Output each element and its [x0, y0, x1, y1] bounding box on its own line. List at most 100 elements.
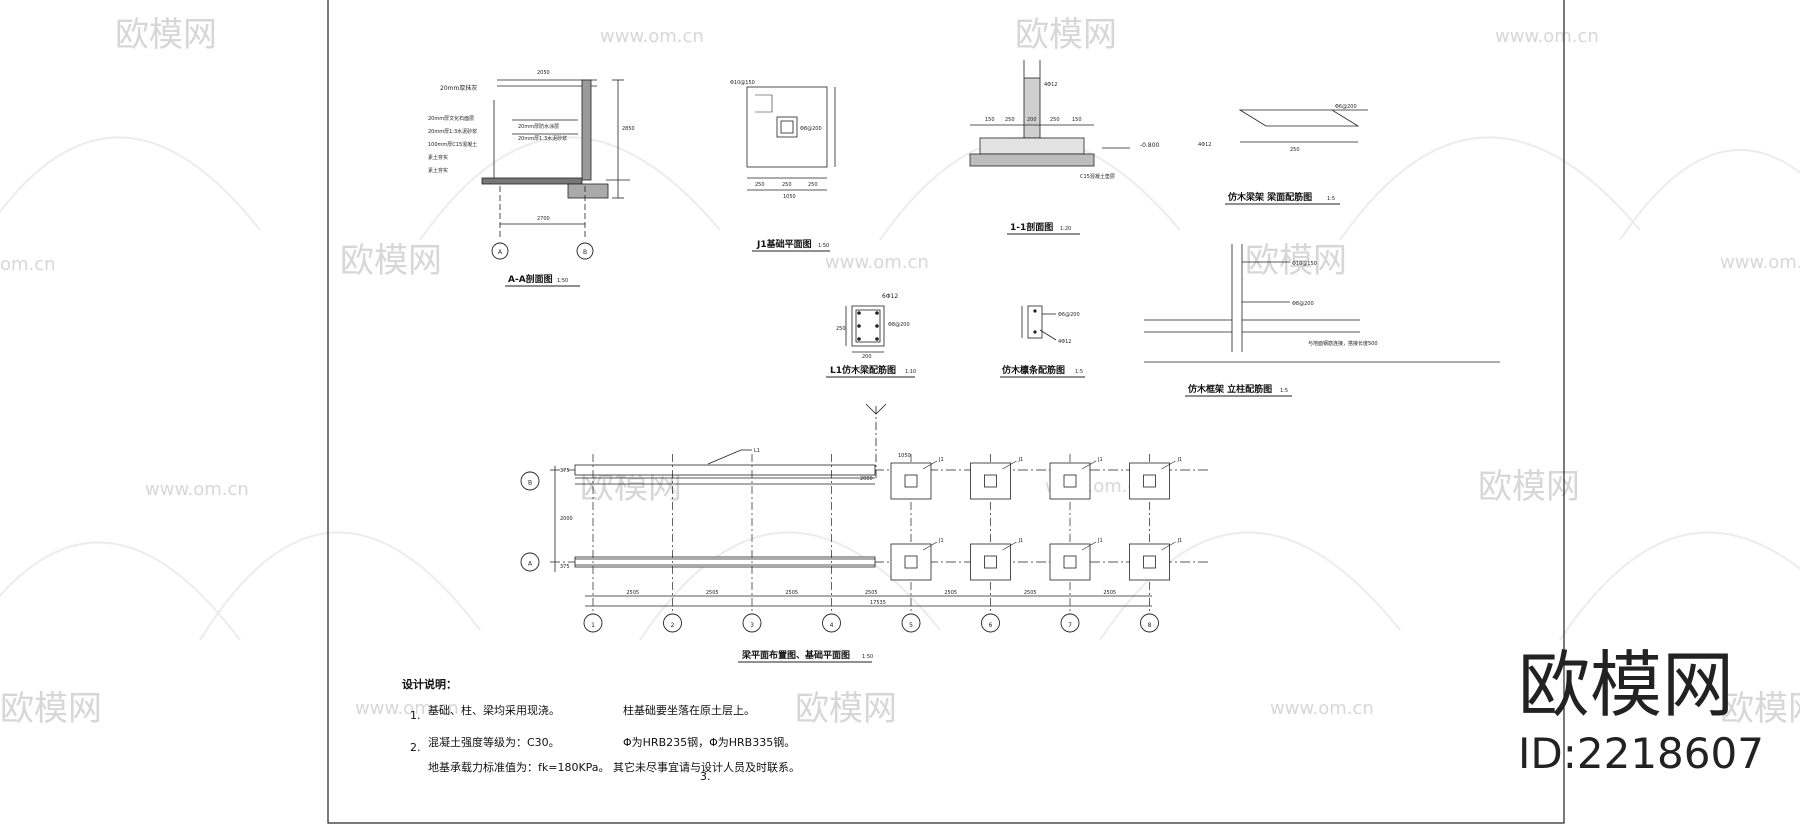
axis-number-label: 5 — [909, 622, 913, 629]
watermark-brand: 欧模网 — [1015, 15, 1117, 55]
footing-column — [984, 474, 997, 488]
footing-outline — [1049, 462, 1091, 500]
beam-rebar-drawing — [1238, 109, 1368, 143]
aa-section-scale: 1:50 — [557, 278, 568, 284]
axis-bubble-b — [576, 242, 594, 260]
axis-bubble — [663, 613, 682, 633]
aa-inner-note: 20mm厚1:3水泥砂浆 — [518, 135, 567, 142]
beam-rebar-scale: 1:5 — [1327, 196, 1335, 202]
footing-label: J1 — [1177, 538, 1183, 544]
aa-top-note: 20mm厚抹灰 — [440, 84, 477, 92]
watermark-brand: 欧模网 — [340, 241, 442, 281]
plan-beam-label: L1 — [754, 448, 760, 454]
watermark-url: www.om.cn — [1720, 252, 1800, 273]
footing-leader — [1002, 541, 1017, 551]
aa-section-drawing — [481, 79, 630, 240]
footing-label: J1 — [1177, 457, 1183, 463]
aa-layer-note: 20mm厚文化石面层 — [428, 115, 474, 122]
axis-label-b: B — [583, 249, 587, 256]
span-dimension: 2505 — [785, 590, 798, 596]
column-rebar-scale: 1:5 — [1280, 388, 1288, 394]
aa-inner-note: 20mm厚防水涂层 — [518, 123, 559, 130]
watermark-url: www.om.cn — [1270, 698, 1374, 719]
footing-outline — [1049, 543, 1091, 581]
l1-rebar-note: Φ8@200 — [888, 322, 910, 328]
footing-outline — [970, 543, 1011, 581]
section-11-note: 4Φ12 — [1044, 82, 1057, 88]
watermark-url: www.om.cn — [1495, 26, 1599, 47]
watermark-brand: 欧模网 — [1720, 689, 1800, 729]
footing-label: J1 — [938, 457, 944, 463]
l1-rebar-title: L1仿木梁配筋图 — [830, 364, 896, 376]
span-dimension: 2505 — [626, 590, 639, 596]
axis-letter-label: A — [528, 561, 533, 568]
design-notes: 设计说明： 1. 基础、柱、梁均采用现浇。 柱基础要坐落在原土层上。 2. 混凝… — [402, 677, 800, 783]
footing-leader — [922, 460, 938, 470]
plan-scale: 1:50 — [862, 654, 873, 660]
axis-bubble — [822, 613, 841, 633]
footing-label: J1 — [1097, 457, 1103, 463]
notes-line: 基础、柱、梁均采用现浇。 — [428, 703, 560, 717]
watermark-layer: 欧模网 www.om.cn 欧模网 www.om.cn om.cn 欧模网 ww… — [0, 15, 1800, 729]
footing-outline — [1129, 462, 1170, 500]
aa-layer-note: 素土夯实 — [428, 154, 448, 161]
l1-rebar-label: 6Φ12 — [882, 293, 898, 300]
j1-note: Φ8@200 — [800, 126, 822, 132]
footing-outline — [970, 462, 1011, 500]
notes-line: Φ为HRB235钢，Φ为HRB335钢。 — [623, 736, 795, 749]
watermark-brand: 欧模网 — [0, 689, 102, 729]
notes-number: 1. — [410, 709, 421, 722]
aa-dim-bottom: 2700 — [537, 216, 550, 222]
j1-dim: 250 — [782, 182, 792, 188]
plan-left-dim: 2000 — [560, 516, 573, 522]
notes-line: 混凝土强度等级为：C30。 — [428, 735, 560, 749]
axis-bubble — [583, 613, 603, 633]
purlin-rebar-drawing — [1021, 305, 1057, 341]
axis-bubble — [981, 613, 1000, 633]
beam-rebar-note: 4Φ12 — [1198, 142, 1211, 148]
section-11-dim: 150 — [985, 117, 995, 123]
section-11-dim: 150 — [1072, 117, 1082, 123]
section-11-drawing — [969, 60, 1130, 167]
purlin-rebar-scale: 1:5 — [1075, 369, 1083, 375]
notes-line: 地基承载力标准值为：fk=180KPa。 其它未尽事宜请与设计人员及时联系。 — [428, 760, 800, 774]
footing-column — [904, 474, 918, 488]
axis-bubble — [1060, 613, 1080, 633]
axis-bubble — [1140, 613, 1159, 633]
beam-rebar-note: Φ6@200 — [1335, 104, 1357, 110]
column-note: Φ10@150 — [1292, 261, 1317, 267]
section-11-note: C15混凝土垫层 — [1080, 173, 1115, 180]
axis-number-label: 3 — [750, 622, 754, 629]
footing-outline — [890, 462, 932, 500]
purlin-bar — [1033, 309, 1037, 313]
notes-number: 3. — [700, 770, 711, 783]
axis-number-label: 1 — [591, 622, 595, 629]
footing-leader — [1081, 460, 1097, 470]
purlin-note: Φ6@200 — [1058, 312, 1080, 318]
span-dimension: 2505 — [865, 590, 878, 596]
footing-leader — [922, 541, 938, 551]
watermark-brand: 欧模网 — [115, 15, 217, 55]
axis-bubble — [520, 471, 540, 491]
l1-rebar-dim-h: 250 — [836, 326, 846, 332]
footing-outline — [1129, 543, 1170, 581]
notes-number: 2. — [410, 741, 421, 754]
notes-line: 柱基础要坐落在原土层上。 — [623, 703, 755, 717]
plan-gap-label: 2000 — [860, 476, 873, 482]
span-dimension: 2505 — [944, 590, 957, 596]
column-note: Φ8@200 — [1292, 301, 1314, 307]
footing-label: J1 — [938, 538, 944, 544]
footing-label: J1 — [1018, 457, 1024, 463]
plan-left-dim: 375 — [560, 468, 570, 474]
aa-dim-top: 2050 — [537, 70, 550, 76]
plan-total-dim: 17535 — [870, 600, 886, 606]
axis-bubble — [742, 613, 762, 633]
axis-bubble — [520, 552, 540, 572]
notes-heading: 设计说明： — [402, 677, 457, 691]
column-rebar-drawing — [1144, 244, 1500, 363]
section-11-scale: 1:20 — [1060, 226, 1071, 232]
beam-rebar-title: 仿木梁架 梁面配筋图 — [1228, 191, 1312, 203]
axis-number-label: 7 — [1068, 622, 1072, 629]
